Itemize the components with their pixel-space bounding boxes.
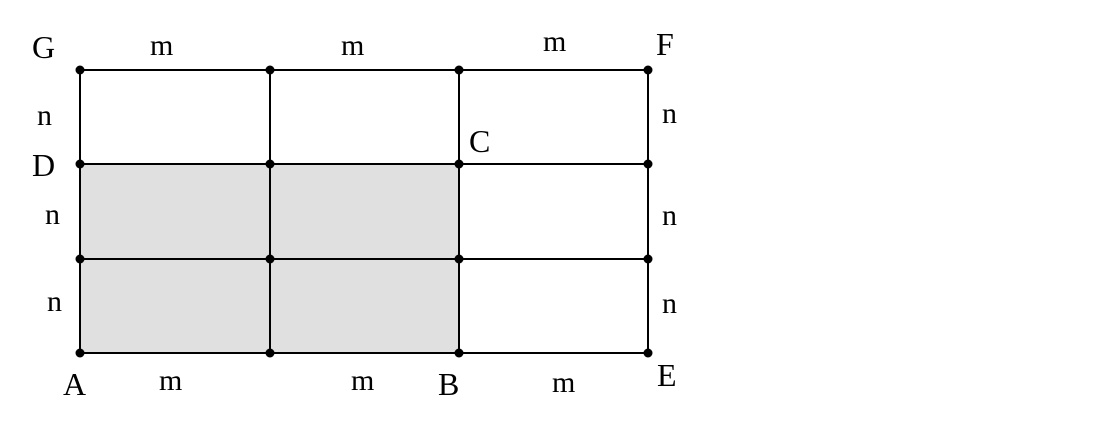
vertex-dot: [265, 348, 275, 358]
point-label-b: B: [438, 366, 459, 402]
vertex-dot: [265, 159, 275, 169]
length-label-bottom: m: [351, 364, 374, 397]
vertex-dot: [75, 254, 85, 264]
vertex-dot: [454, 159, 464, 169]
length-label-right: n: [662, 199, 677, 232]
length-label-top: m: [150, 29, 173, 62]
length-label-top: m: [341, 29, 364, 62]
length-label-right: n: [662, 97, 677, 130]
point-label-f: F: [656, 26, 674, 62]
length-label-left: n: [47, 285, 62, 318]
length-label-left: n: [45, 198, 60, 231]
length-label-bottom: m: [159, 364, 182, 397]
length-label-left: n: [37, 99, 52, 132]
point-label-a: A: [63, 366, 86, 402]
vertex-dot: [454, 348, 464, 358]
length-label-right: n: [662, 287, 677, 320]
length-label-top: m: [543, 25, 566, 58]
vertex-dot: [643, 348, 653, 358]
vertex-dots: [75, 65, 653, 358]
vertex-dot: [454, 65, 464, 75]
vertex-dot: [265, 254, 275, 264]
point-label-c: C: [469, 123, 490, 159]
vertex-dot: [75, 65, 85, 75]
point-label-d: D: [32, 147, 55, 183]
vertex-dot: [454, 254, 464, 264]
point-label-e: E: [657, 357, 677, 393]
vertex-dot: [75, 159, 85, 169]
vertex-dot: [643, 65, 653, 75]
point-label-g: G: [32, 29, 55, 65]
vertex-dot: [643, 254, 653, 264]
vertex-dot: [265, 65, 275, 75]
length-label-bottom: m: [552, 366, 575, 399]
vertex-dot: [643, 159, 653, 169]
vertex-dot: [75, 348, 85, 358]
